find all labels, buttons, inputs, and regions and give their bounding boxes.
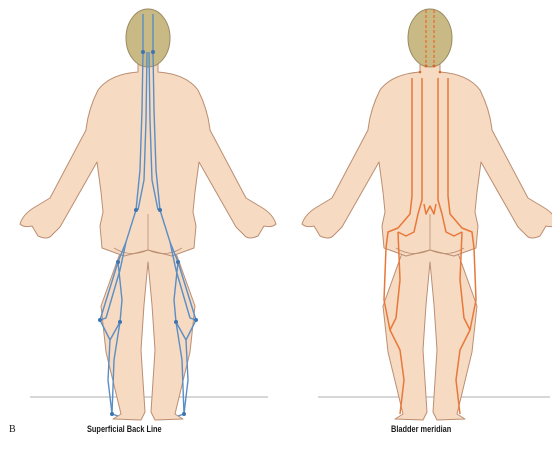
caption-superficial-back-line: Superficial Back Line (87, 424, 162, 434)
bladder-meridian-figure (302, 9, 552, 420)
panel-letter: B (9, 424, 16, 435)
caption-bladder-meridian: Bladder meridian (391, 424, 451, 434)
superficial-back-line-figure (20, 9, 276, 420)
